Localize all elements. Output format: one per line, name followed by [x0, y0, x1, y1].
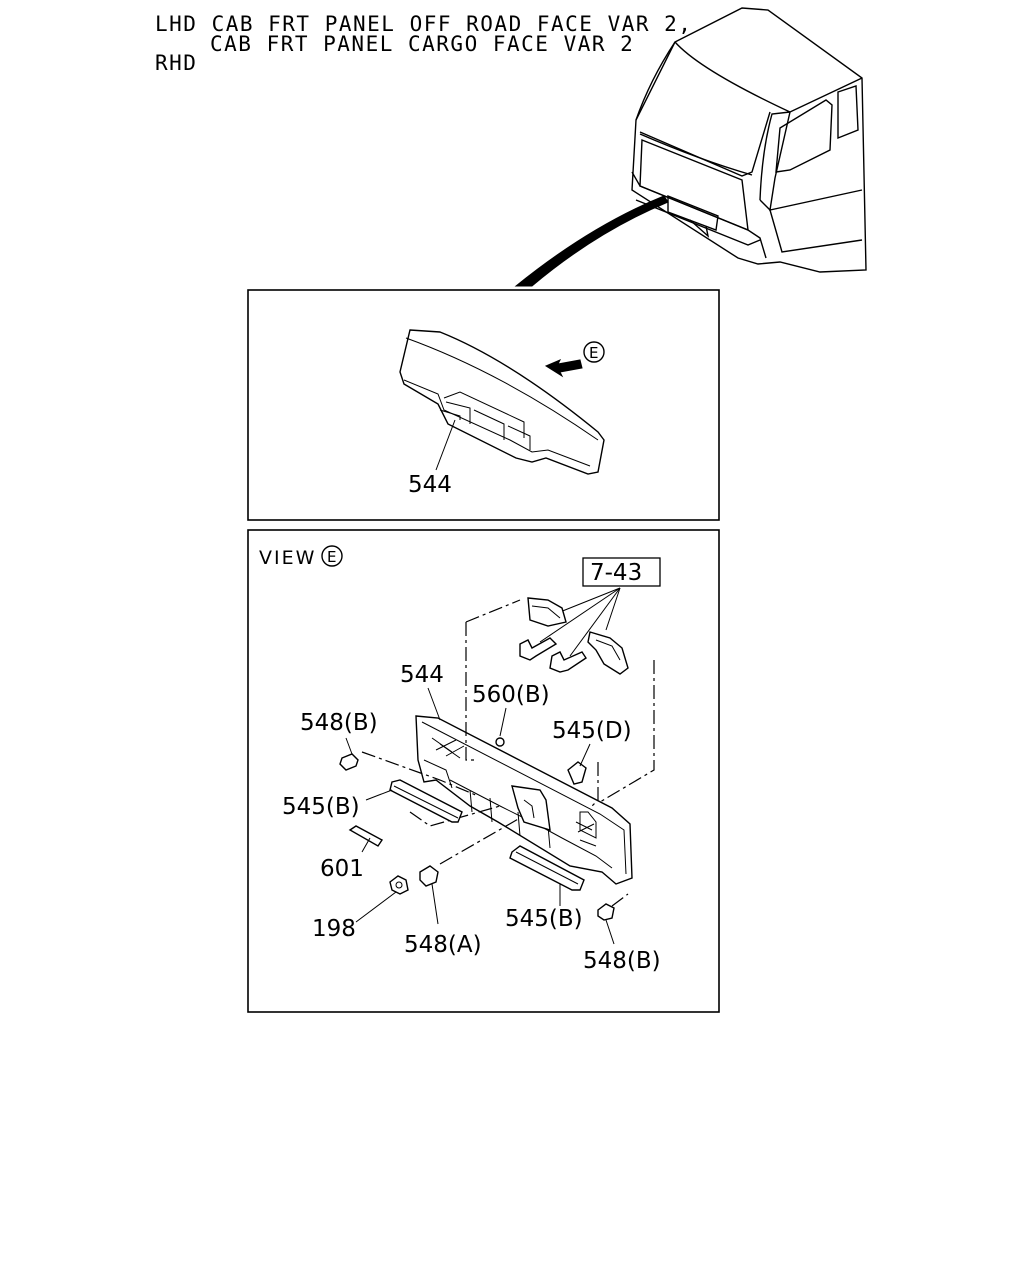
- label-545d: 545(D): [552, 718, 632, 744]
- label-544-overview: 544: [408, 472, 452, 498]
- label-560b: 560(B): [472, 682, 550, 708]
- clip-548b-left: [339, 753, 359, 771]
- label-544: 544: [400, 662, 444, 688]
- label-548b-left: 548(B): [300, 710, 378, 736]
- view-letter-e: E: [327, 548, 336, 566]
- clip-545d: [567, 761, 587, 785]
- label-548b-right: 548(B): [583, 948, 661, 974]
- clip-548a: [419, 865, 439, 887]
- reference-label: 7-43: [590, 560, 642, 586]
- strip-545b-left: [389, 779, 463, 823]
- strip-545b-right: [509, 845, 585, 891]
- overview-panel-frame: [247, 289, 720, 521]
- label-548a: 548(A): [404, 932, 482, 958]
- front-panel-544-rear-view: [415, 715, 633, 885]
- callout-letter-e: E: [589, 344, 598, 362]
- header-line-2: CAB FRT PANEL CARGO FACE VAR 2: [210, 32, 635, 56]
- nut-198: [389, 875, 409, 895]
- label-545b-right: 545(B): [505, 906, 583, 932]
- label-545b-left: 545(B): [282, 794, 360, 820]
- view-direction-arrow: [544, 341, 605, 378]
- callout-arrow: [514, 195, 669, 287]
- clip-548b-right: [597, 903, 615, 921]
- plug-560b: [495, 737, 505, 747]
- label-198: 198: [312, 916, 356, 942]
- view-title: VIEW: [259, 547, 316, 569]
- front-panel-544-overview: [399, 329, 605, 475]
- pad-601: [348, 825, 384, 847]
- truck-cab-illustration: [631, 7, 867, 273]
- header-line-1: LHD CAB FRT PANEL OFF ROAD FACE VAR 2,: [155, 12, 693, 36]
- view-panel-frame: [247, 529, 720, 1013]
- header-line-3: RHD: [155, 51, 198, 75]
- reference-box: [582, 557, 661, 587]
- upper-brackets: [519, 597, 629, 675]
- label-601: 601: [320, 856, 364, 882]
